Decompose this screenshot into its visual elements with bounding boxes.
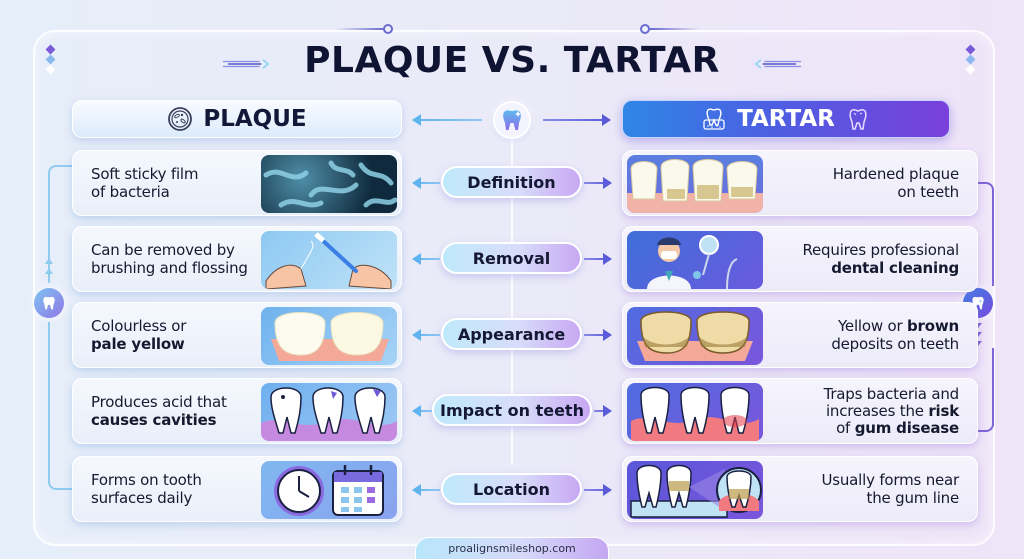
tartar-header-label: TARTAR (737, 106, 835, 132)
sparkling-tooth-icon (503, 110, 521, 130)
title-arrow-right-icon (754, 59, 801, 69)
tartar-impact-text: Traps bacteria and increases the risk of… (823, 384, 960, 437)
tartar-impact-card: Traps bacteria and increases the risk of… (622, 378, 978, 444)
impact-arrow-right (594, 405, 612, 417)
category-appearance: Appearance (441, 318, 582, 350)
brown-deposit-teeth-image (627, 307, 763, 365)
title-arrow-left-icon (223, 59, 270, 69)
top-deco-line-right (650, 28, 700, 30)
bacteria-petri-dish-icon (167, 106, 193, 132)
left-connector-lower (48, 322, 72, 490)
header-arrow-left (412, 114, 482, 126)
top-deco-dot-right (640, 24, 650, 34)
left-connector (48, 165, 72, 283)
tooth-icon (43, 296, 55, 310)
header-arrow-right (543, 114, 611, 126)
hands-brushing-flossing-image (261, 231, 397, 289)
right-arrow-down-3 (974, 341, 982, 346)
right-connector-lower (978, 348, 994, 432)
right-arrow-down-2 (974, 332, 982, 337)
left-arrow-up-1 (45, 258, 53, 264)
definition-arrow-left (412, 177, 440, 189)
tartar-header: TARTAR (622, 100, 950, 138)
tooth-in-gum-icon (701, 106, 727, 132)
clock-calendar-image (261, 461, 397, 519)
category-location: Location (441, 473, 582, 505)
tartar-appearance-text: Yellow or brown deposits on teeth (831, 317, 959, 353)
teeth-with-cavities-image (261, 383, 397, 441)
tartar-appearance-card: Yellow or brown deposits on teeth (622, 302, 978, 368)
pale-teeth-image (261, 307, 397, 365)
right-connector (978, 182, 994, 286)
top-deco-dot-left (383, 24, 393, 34)
gumline-magnifier-image (627, 461, 763, 519)
right-arrow-down-1 (974, 323, 982, 328)
center-tooth-badge (493, 101, 531, 139)
inflamed-gums-image (627, 383, 763, 441)
appearance-arrow-right (584, 329, 612, 341)
left-arrow-up-2 (45, 268, 53, 274)
definition-arrow-right (584, 177, 612, 189)
category-removal: Removal (441, 242, 582, 274)
center-divider (511, 135, 513, 465)
impact-arrow-left (412, 405, 432, 417)
removal-arrow-left (412, 253, 440, 265)
tooth-outline-icon (845, 106, 871, 132)
removal-arrow-right (584, 253, 612, 265)
top-deco-line-left (335, 28, 385, 30)
location-arrow-right (584, 484, 612, 496)
location-arrow-left (412, 484, 440, 496)
footer-website[interactable]: proalignsmileshop.com (415, 537, 609, 559)
plaque-header: PLAQUE (72, 100, 402, 138)
dentist-image (627, 231, 763, 289)
tartar-teeth-image (627, 155, 763, 213)
plaque-header-label: PLAQUE (203, 106, 307, 132)
category-impact-on-teeth: Impact on teeth (432, 394, 592, 426)
page-title: PLAQUE VS. TARTAR (304, 40, 720, 81)
appearance-arrow-left (412, 329, 440, 341)
left-tooth-badge (34, 288, 64, 318)
bacteria-microscope-image (261, 155, 397, 213)
category-definition: Definition (441, 166, 582, 198)
